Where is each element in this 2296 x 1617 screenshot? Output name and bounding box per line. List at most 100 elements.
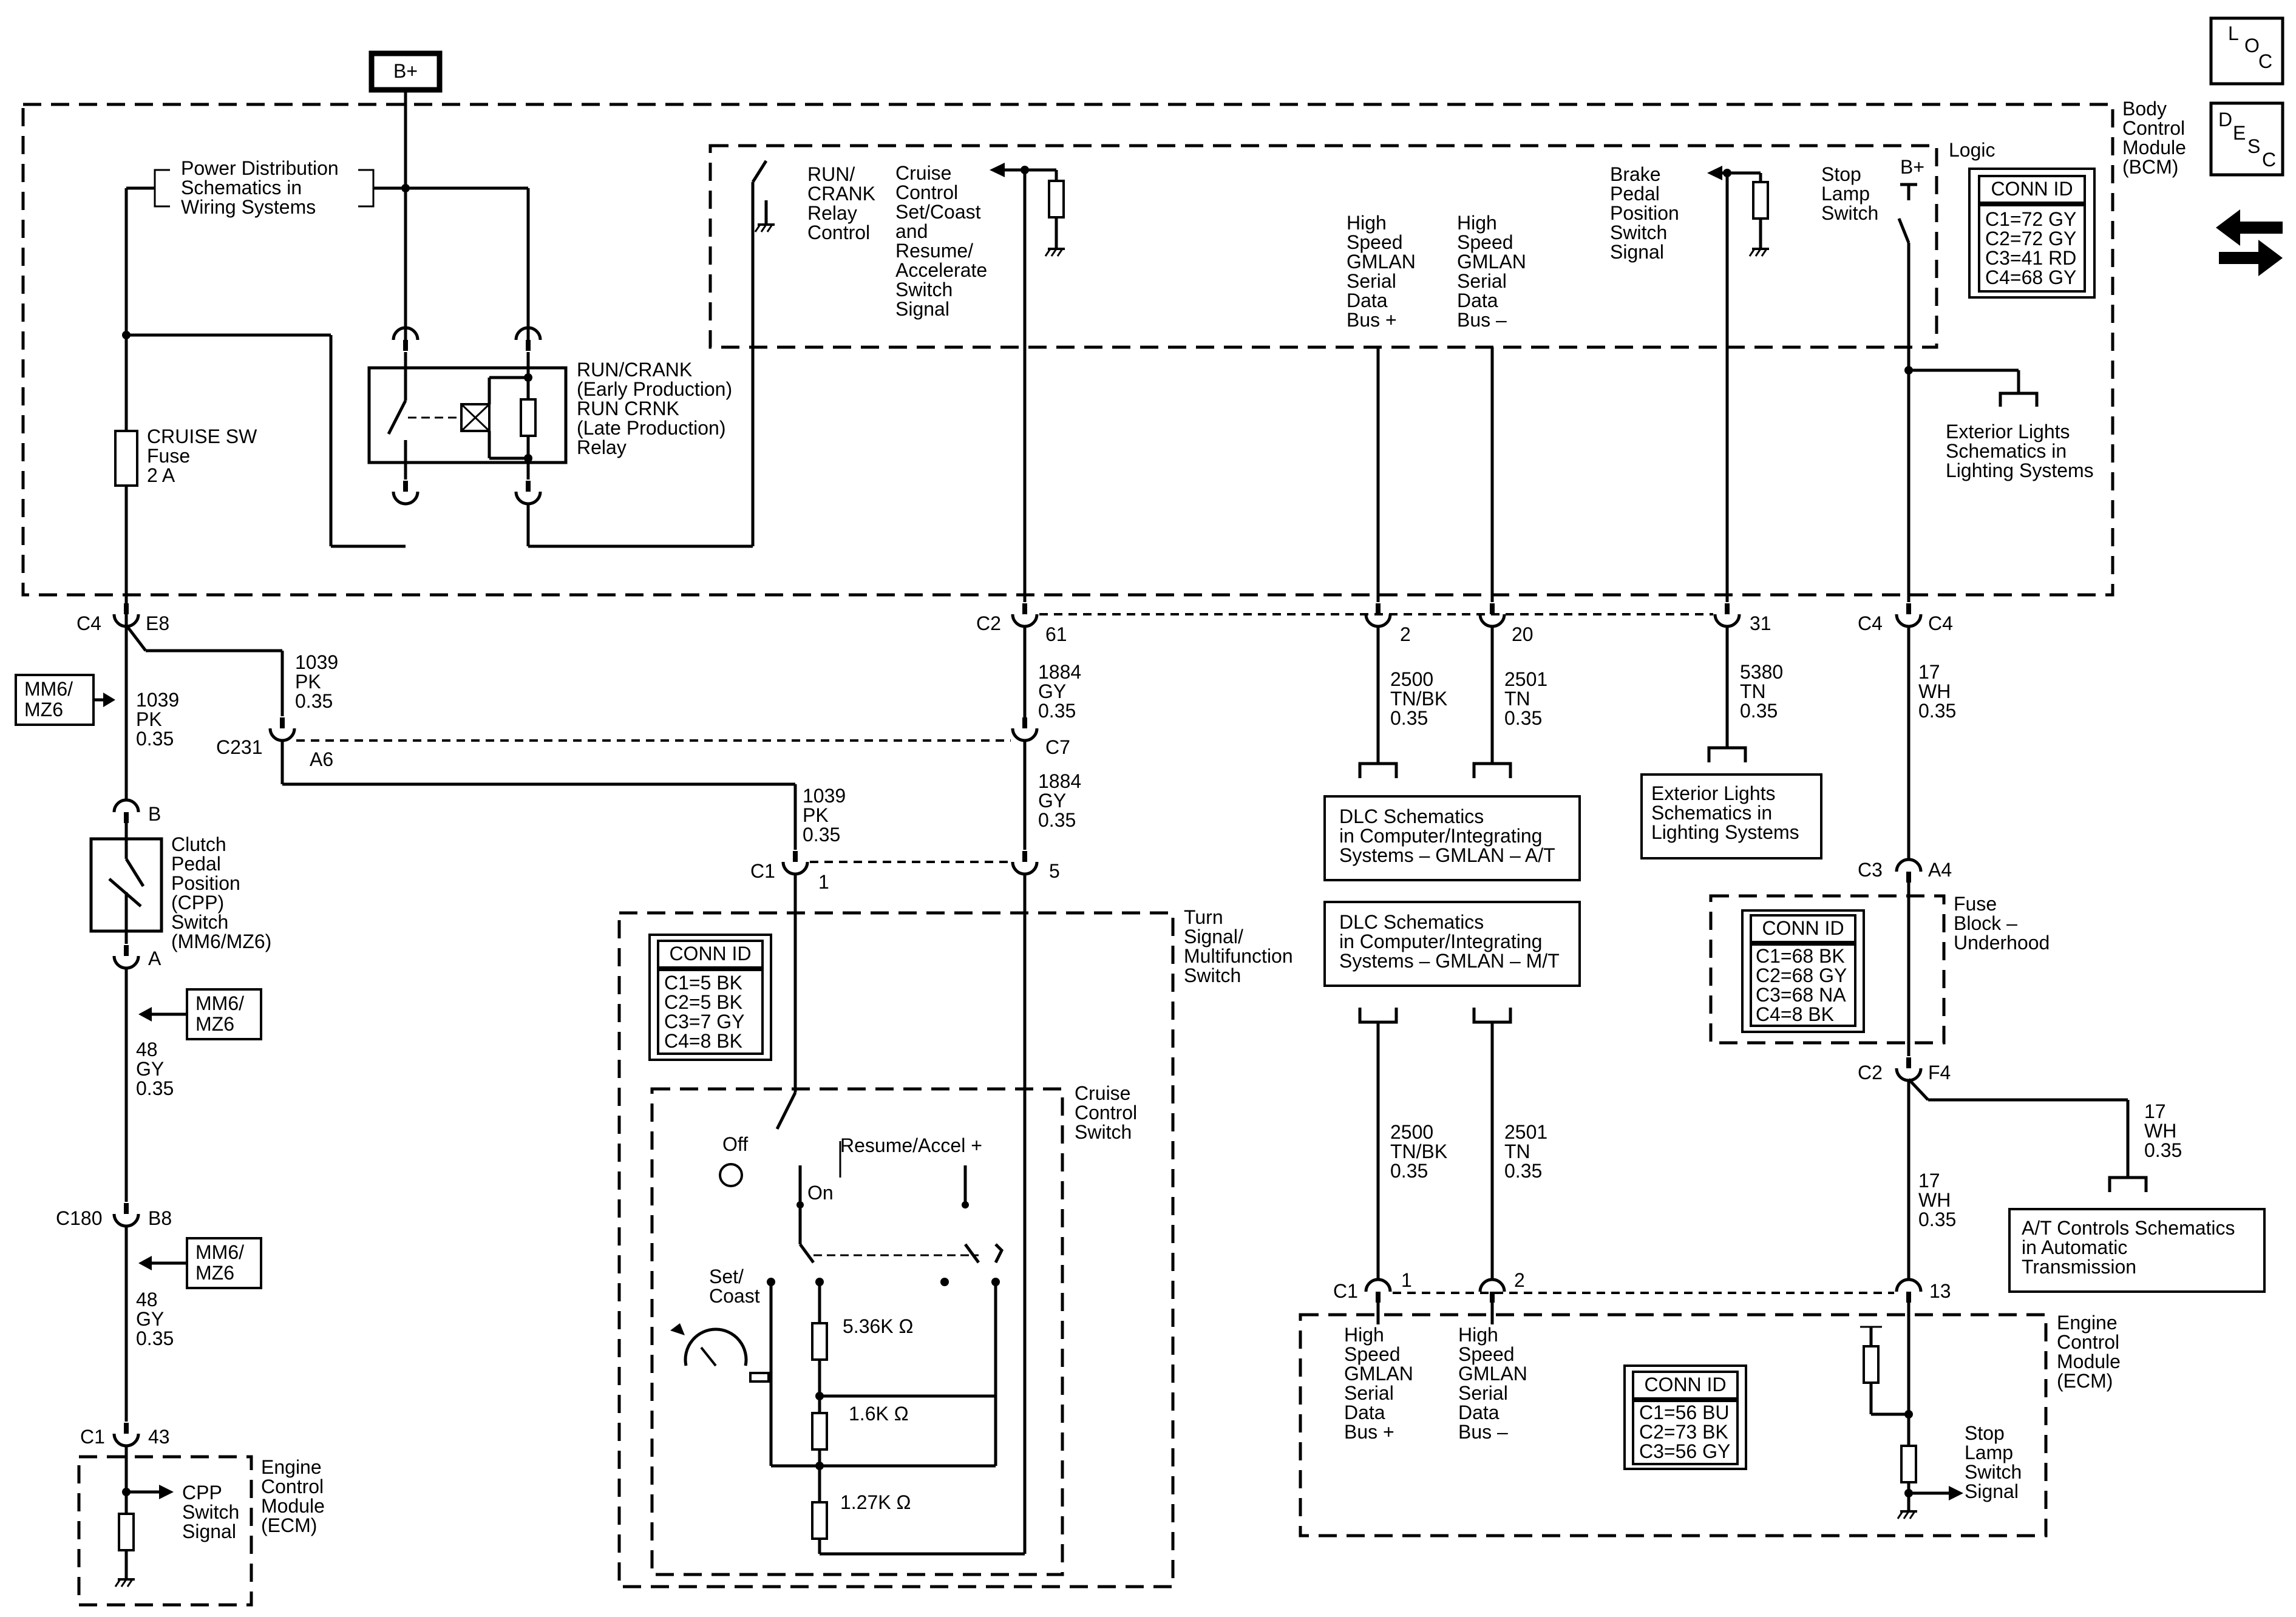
svg-text:Speed: Speed [1347,231,1403,253]
svg-text:C4=68 GY: C4=68 GY [1985,266,2076,288]
fuse-block-box [1709,894,1946,1045]
svg-text:Resume/: Resume/ [895,240,973,262]
pin-13: 13 [1929,1280,1951,1302]
svg-text:Exterior Lights: Exterior Lights [1651,782,1776,804]
svg-text:Brake: Brake [1610,163,1661,185]
svg-text:Switch: Switch [1821,202,1878,224]
svg-text:PK: PK [136,708,162,730]
svg-text:Control: Control [261,1476,324,1497]
at-controls-box[interactable]: A/T Controls Schematics in Automatic Tra… [2008,1208,2266,1293]
svg-text:Control: Control [807,222,870,243]
ecm-gmlan-plus-label: High Speed GMLAN Serial Data Bus + [1344,1324,1413,1443]
svg-text:Bus +: Bus + [1347,309,1397,331]
svg-text:GMLAN: GMLAN [1347,251,1416,273]
fuse-label: CRUISE SW Fuse 2 A [147,425,257,486]
svg-text:Schematics in: Schematics in [181,177,302,198]
wire-17-c-label: 17 WH 0.35 [1918,1170,1956,1230]
svg-text:TN: TN [1504,1141,1530,1162]
svg-text:Fuse: Fuse [147,445,190,467]
svg-text:1039: 1039 [803,785,846,807]
mm6-mz6-option-1: MM6/ MZ6 [15,674,115,726]
conn-c1-ecm-right: C1 [1333,1280,1358,1302]
svg-text:C2=5 BK: C2=5 BK [664,991,742,1013]
svg-text:CRANK: CRANK [807,183,875,205]
conn-c1-turn: C1 [750,860,775,882]
svg-text:Data: Data [1458,1402,1500,1423]
svg-text:WH: WH [1918,680,1951,702]
wire-2501-b-label: 2501 TN 0.35 [1504,1121,1547,1182]
svg-text:C1=68 BK: C1=68 BK [1756,945,1845,967]
svg-text:Switch: Switch [1610,222,1667,243]
run-crank-relay-control-label: RUN/ CRANK Relay Control [807,163,875,243]
svg-text:GY: GY [1038,680,1066,702]
svg-text:Pedal: Pedal [171,853,221,875]
svg-text:Bus +: Bus + [1344,1421,1394,1443]
svg-text:C2=73 BK: C2=73 BK [1639,1421,1728,1443]
svg-text:Position: Position [171,872,240,894]
svg-text:Signal: Signal [895,298,949,320]
svg-text:Stop: Stop [1821,163,1861,185]
svg-text:and: and [895,220,928,242]
wire-48-a-label: 48 GY 0.35 [136,1039,174,1099]
svg-text:0.35: 0.35 [1038,700,1076,722]
pin-1-ecm: 1 [1401,1269,1412,1291]
loc-icon[interactable]: L O C [2209,16,2284,86]
dlc-at-box[interactable]: DLC Schematics in Computer/Integrating S… [1323,795,1581,881]
pin-e8: E8 [146,612,169,634]
stop-lamp-switch-label: Stop Lamp Switch [1821,163,1878,224]
svg-text:Signal/: Signal/ [1184,926,1243,947]
svg-text:PK: PK [295,671,321,693]
svg-text:Relay: Relay [577,436,627,458]
svg-text:MZ6: MZ6 [24,699,63,720]
bcm-gmlan-minus-label: High Speed GMLAN Serial Data Bus – [1457,212,1526,331]
svg-text:GY: GY [136,1058,164,1080]
svg-text:Body: Body [2122,98,2167,120]
bcm-conn-id-table: CONN ID C1=72 GY C2=72 GY C3=41 RD C4=68… [1968,168,2096,299]
svg-text:C1=5 BK: C1=5 BK [664,972,742,994]
resistor-1-27k-label: 1.27K Ω [840,1491,911,1513]
svg-text:Switch: Switch [182,1501,239,1523]
svg-text:48: 48 [136,1039,158,1060]
desc-icon[interactable]: D E S C [2209,101,2284,177]
svg-text:Exterior Lights: Exterior Lights [1946,421,2070,442]
bplus-top-box [369,50,443,93]
pin-43: 43 [148,1426,170,1448]
svg-text:Control: Control [2122,117,2185,139]
dlc-mt-box[interactable]: DLC Schematics in Computer/Integrating S… [1323,901,1581,987]
svg-text:MM6/: MM6/ [24,678,73,700]
svg-text:2500: 2500 [1390,1121,1433,1143]
wrench-arrows-icon[interactable] [2216,209,2283,276]
svg-text:PK: PK [803,804,829,826]
svg-text:High: High [1347,212,1387,234]
svg-text:High: High [1458,1324,1498,1346]
svg-text:(ECM): (ECM) [2057,1370,2113,1392]
run-crank-relay-box [367,366,568,464]
svg-text:GY: GY [1038,790,1066,812]
pin-a6: A6 [310,748,333,770]
svg-text:C: C [2262,149,2276,171]
resume-switch-contact [963,1243,980,1264]
pin-b: B [148,803,161,825]
cpp-switch-label: Clutch Pedal Position (CPP) Switch (MM6/… [171,833,271,952]
conn-c231: C231 [216,736,263,758]
svg-text:0.35: 0.35 [1918,1209,1956,1230]
svg-text:MZ6: MZ6 [195,1262,234,1284]
pin-1-turn: 1 [818,871,829,893]
set-coast-label: Set/ Coast [709,1266,760,1307]
svg-text:Schematics in: Schematics in [1946,440,2067,462]
svg-text:Switch: Switch [1965,1461,2022,1483]
bcm-exterior-lights-label: Exterior Lights Schematics in Lighting S… [1946,421,2094,481]
svg-text:Pedal: Pedal [1610,183,1660,205]
svg-text:RUN/: RUN/ [807,163,855,185]
svg-text:0.35: 0.35 [2144,1139,2182,1161]
exterior-lights-box[interactable]: Exterior Lights Schematics in Lighting S… [1640,773,1822,859]
ecm-right-title: Engine Control Module (ECM) [2057,1312,2121,1392]
bcm-logic-box [708,144,1938,349]
svg-text:Systems – GMLAN – A/T: Systems – GMLAN – A/T [1339,844,1555,866]
svg-text:2500: 2500 [1390,668,1433,690]
logic-label: Logic [1949,139,1995,161]
svg-text:CRUISE SW: CRUISE SW [147,425,257,447]
svg-text:Engine: Engine [261,1456,322,1478]
svg-text:Serial: Serial [1457,270,1507,292]
svg-text:Switch: Switch [1184,964,1241,986]
